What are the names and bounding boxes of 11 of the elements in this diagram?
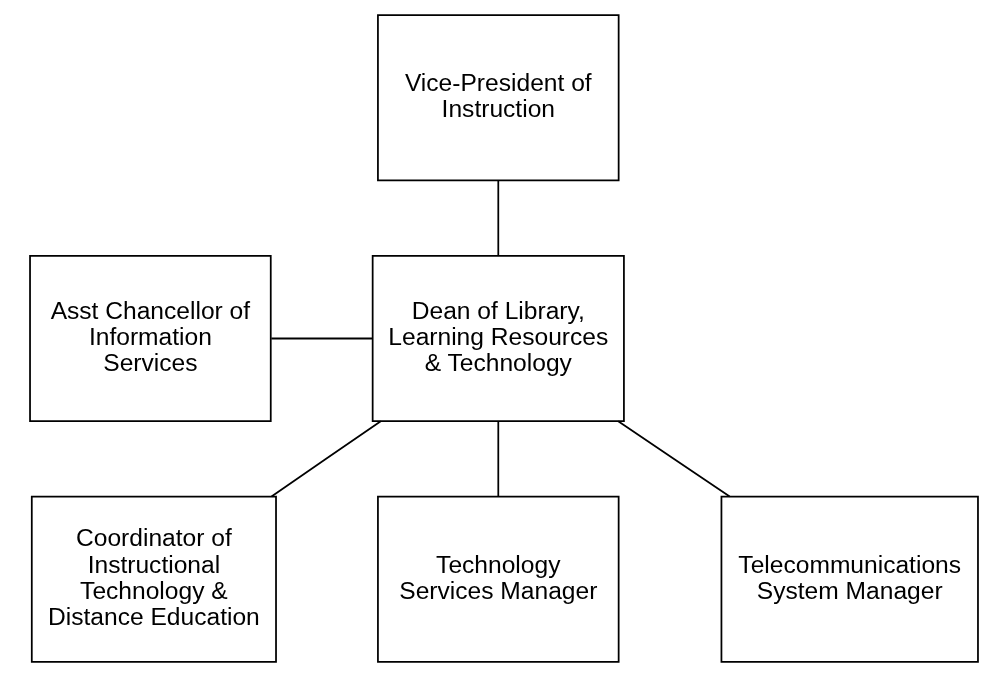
connector bbox=[497, 179, 500, 257]
connector bbox=[270, 420, 382, 498]
connector bbox=[617, 420, 731, 498]
node-box: Telecommunications System Manager bbox=[720, 495, 979, 663]
node-box: Technology Services Manager bbox=[377, 495, 620, 663]
node-box: Coordinator of Instructional Technology & Distance Education bbox=[30, 495, 277, 663]
connector bbox=[497, 420, 500, 497]
connector bbox=[270, 337, 374, 340]
node-box: Asst Chancellor of Information Services bbox=[29, 255, 272, 422]
node-box: Vice-President of Instruction bbox=[377, 14, 620, 182]
node-box: Dean of Library, Learning Resources & Technology bbox=[371, 255, 625, 422]
